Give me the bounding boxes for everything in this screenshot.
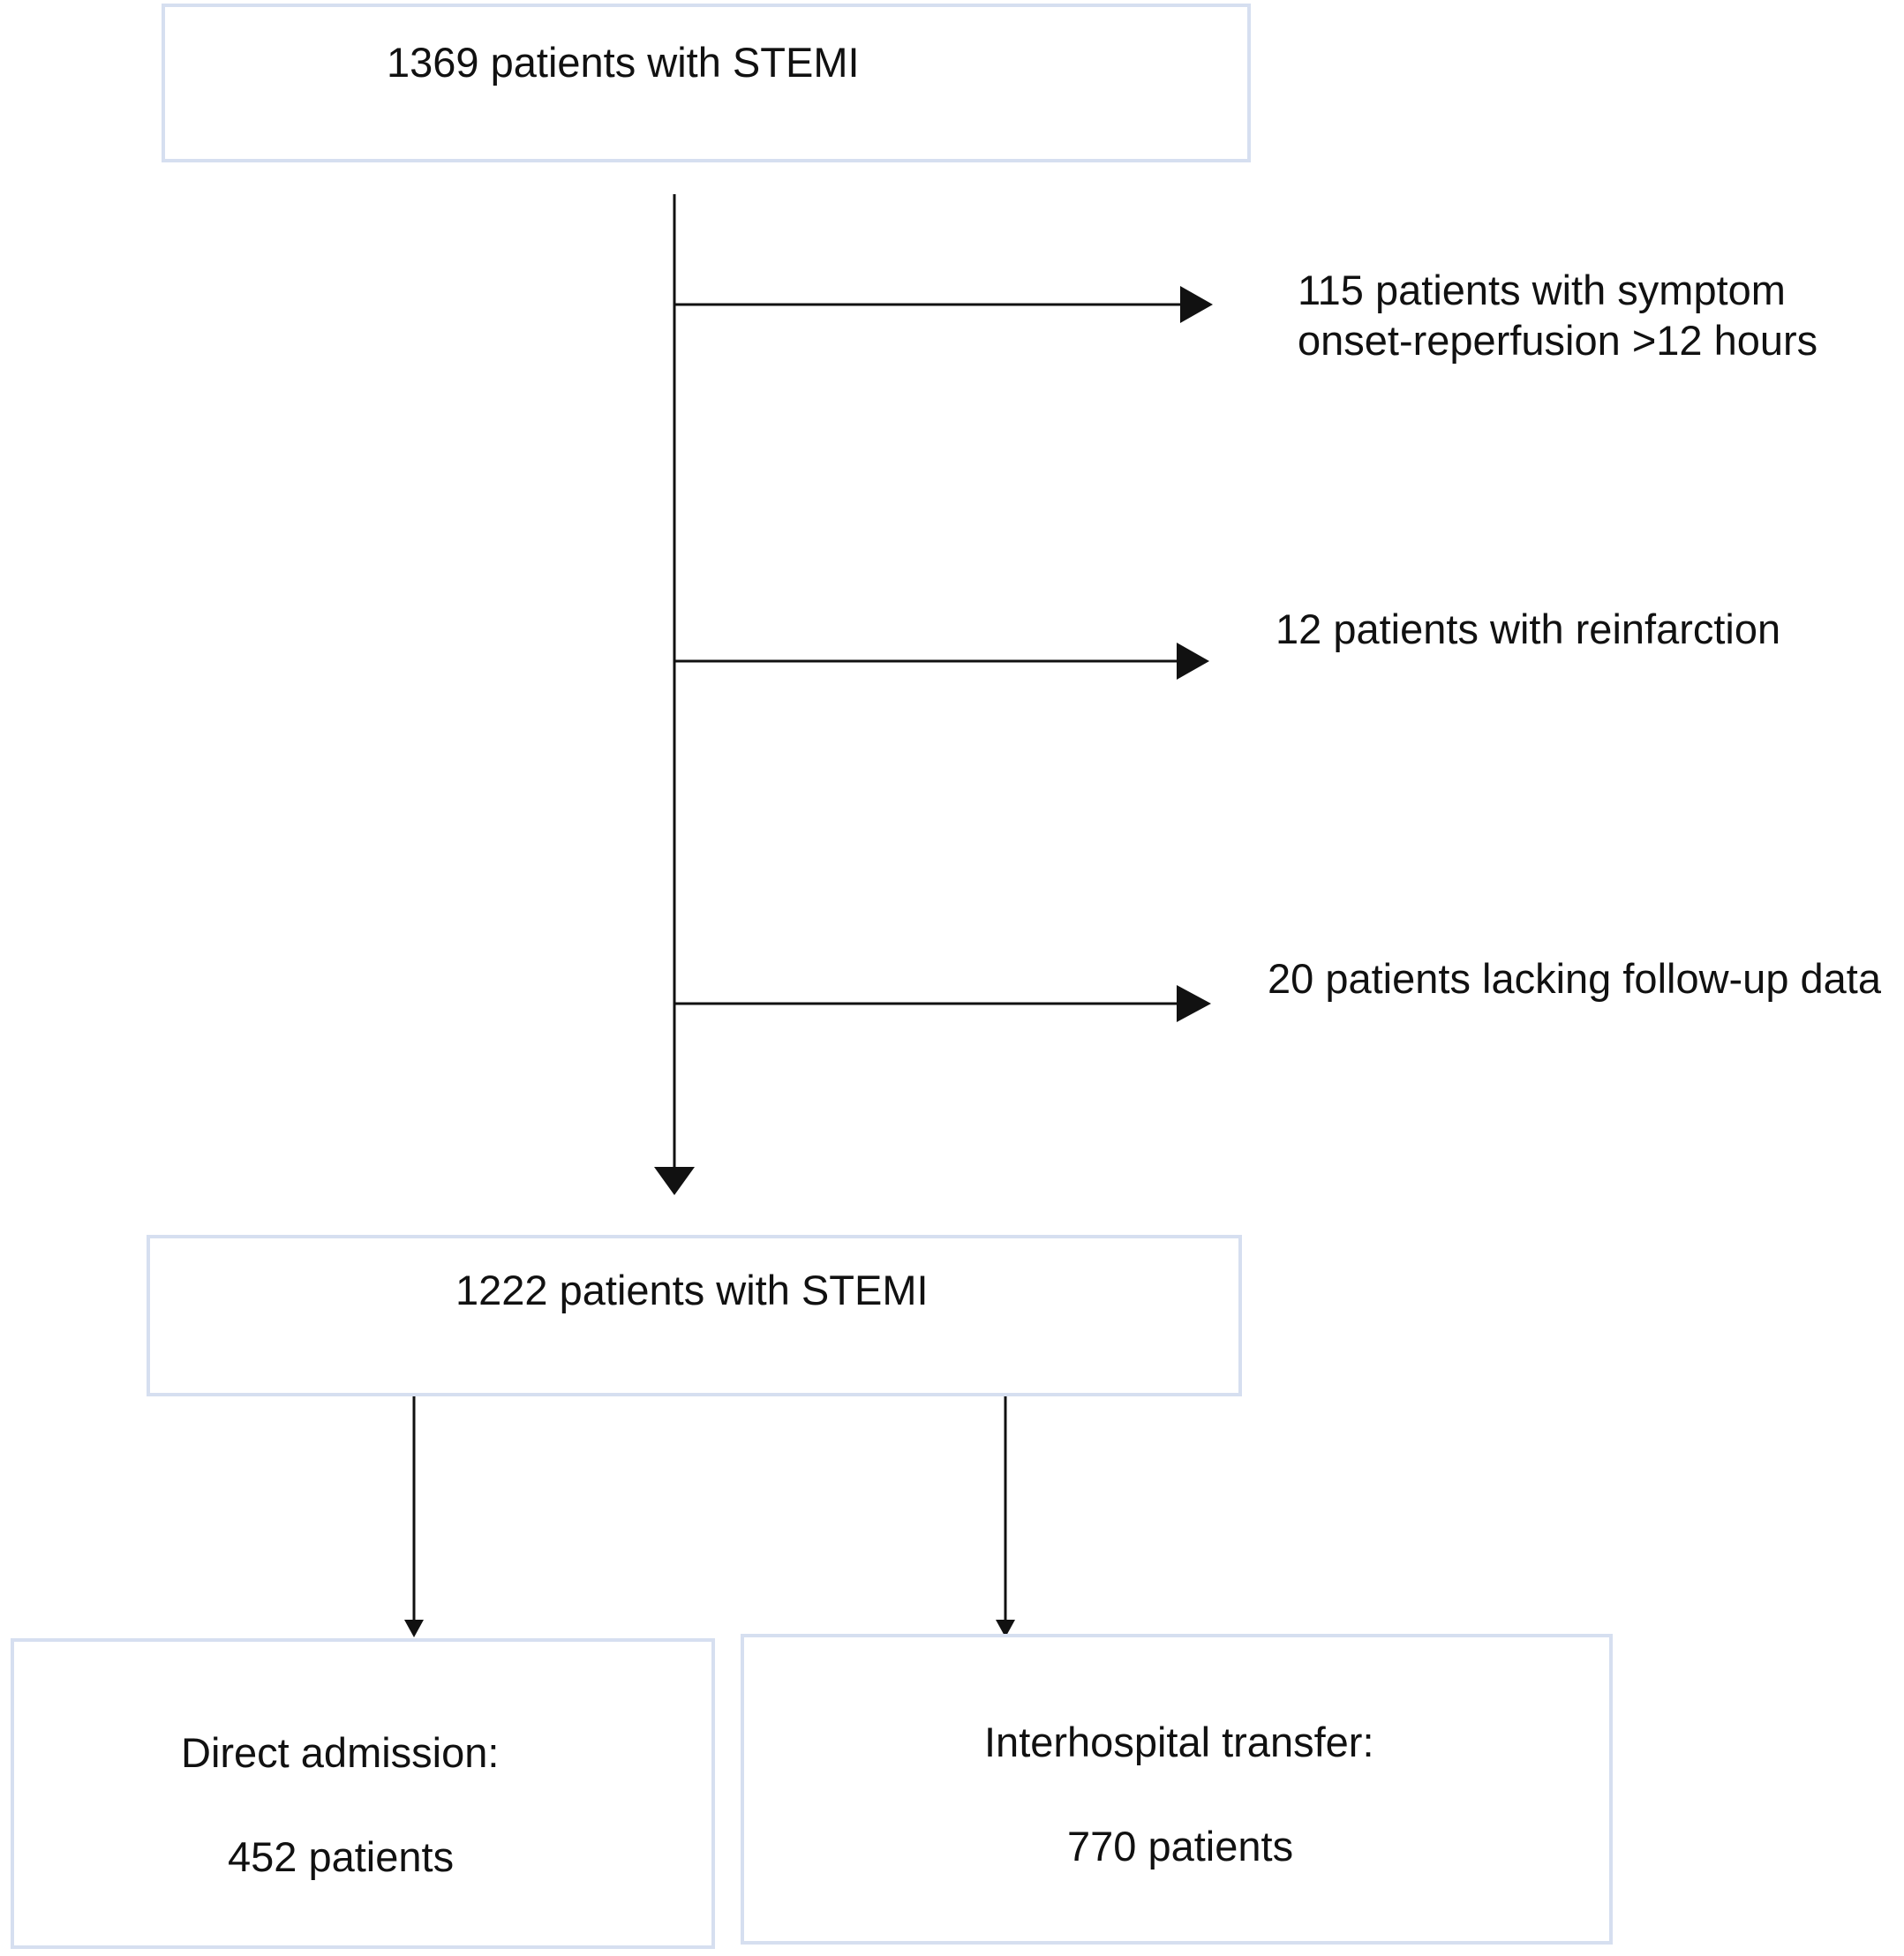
final-cohort-label: 1222 patients with STEMI (455, 1267, 929, 1313)
initial-cohort-label: 1369 patients with STEMI (387, 39, 860, 86)
exclusion-2-label: 12 patients with reinfarction (1276, 606, 1781, 652)
exclusion-1-label-line1: 115 patients with symptom (1298, 267, 1786, 313)
exclusion-3-label: 20 patients lacking follow-up data (1268, 955, 1881, 1002)
main-trunk-arrowhead (654, 1167, 695, 1195)
exclusion-2-arrowhead (1177, 643, 1209, 680)
exclusion-1-arrowhead (1180, 286, 1213, 323)
interhospital-transfer-count: 770 patients (1067, 1823, 1294, 1869)
interhospital-transfer-box (741, 1634, 1613, 1945)
direct-admission-box (11, 1638, 715, 1949)
exclusion-1-label-line2: onset-reperfusion >12 hours (1298, 317, 1818, 364)
final-cohort-box (147, 1235, 1242, 1396)
split-right-arrowhead (996, 1620, 1015, 1637)
split-left-arrowhead (404, 1620, 424, 1637)
initial-cohort-box (162, 4, 1251, 162)
direct-admission-count: 452 patients (228, 1833, 455, 1880)
interhospital-transfer-title: Interhospital transfer: (984, 1719, 1374, 1765)
direct-admission-title: Direct admission: (181, 1729, 500, 1776)
exclusion-3-arrowhead (1177, 985, 1211, 1022)
